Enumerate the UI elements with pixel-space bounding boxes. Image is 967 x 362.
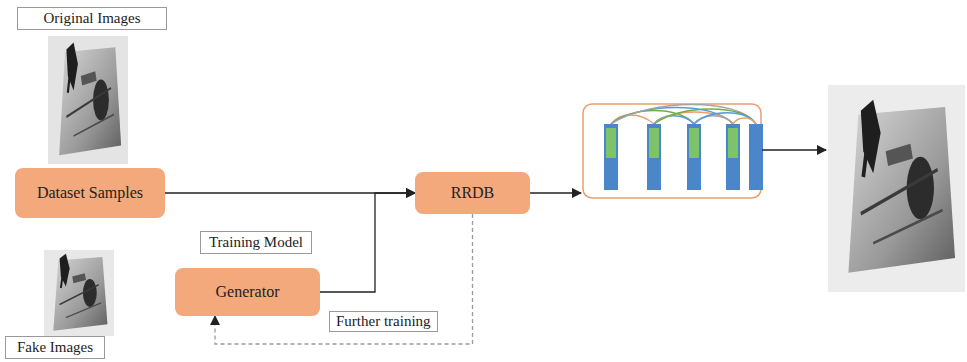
dense-connections <box>611 105 756 125</box>
node-text: Training Model <box>209 234 303 251</box>
image-caption: Fake Images <box>5 336 105 359</box>
edge-label: Further training <box>329 311 438 332</box>
node-text: Generator <box>216 283 280 301</box>
connector <box>320 193 415 292</box>
process-box: Generator <box>175 268 320 316</box>
image-ground <box>44 250 114 336</box>
flow-arrow <box>530 192 581 193</box>
process-box: Dataset Samples <box>15 168 165 218</box>
node-text: Dataset Samples <box>37 184 143 202</box>
conv-layers <box>604 124 763 190</box>
flow-arrow <box>762 149 826 150</box>
xray-image <box>59 42 121 155</box>
xray-image <box>53 254 107 331</box>
network-block <box>583 104 761 198</box>
node-text: RRDB <box>451 184 495 202</box>
node-text: Original Images <box>43 10 140 27</box>
process-box: RRDB <box>415 172 530 214</box>
xray-image <box>848 100 955 273</box>
node-text: Fake Images <box>17 339 93 356</box>
stage-caption: Training Model <box>200 231 312 254</box>
image-ground <box>48 36 128 164</box>
image-caption: Original Images <box>17 7 167 30</box>
image-ground <box>828 85 965 292</box>
